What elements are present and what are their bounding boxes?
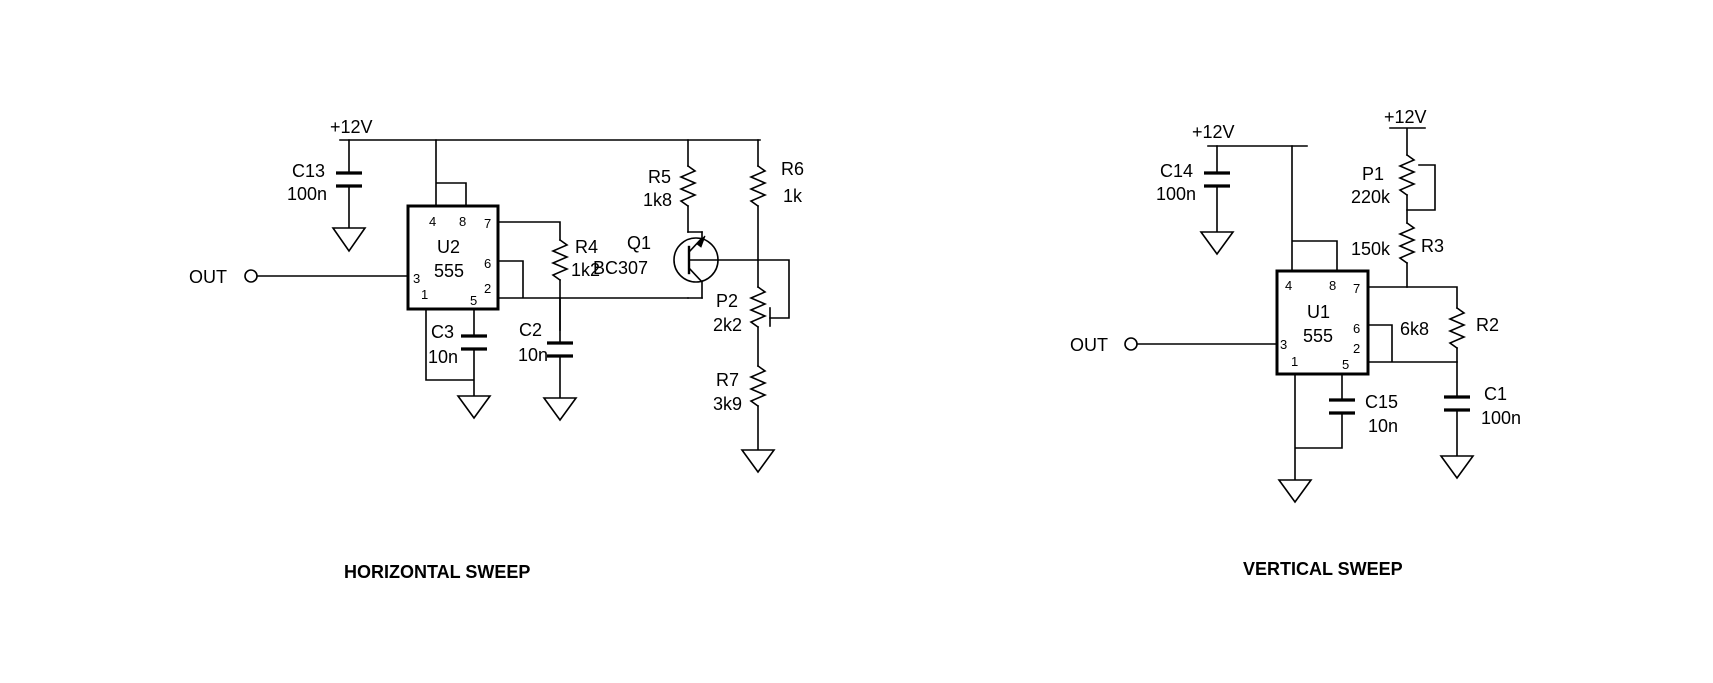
v-c1-ground: [1439, 455, 1475, 480]
v-pin-4: 4: [1285, 278, 1292, 293]
h-c3-value: 10n: [428, 347, 458, 367]
v-r3-resistor: [1397, 221, 1417, 265]
v-p1-wiper: [1406, 164, 1436, 211]
v-p1-ref: P1: [1362, 164, 1384, 184]
v-r3-value: 150k: [1351, 239, 1391, 259]
v-pin-7: 7: [1353, 281, 1360, 296]
v-pin-6: 6: [1353, 321, 1360, 336]
v-ic-type: 555: [1303, 326, 1333, 346]
h-c3-wire: [425, 308, 475, 397]
h-out-terminal: [244, 269, 258, 283]
h-pin-3: 3: [413, 271, 420, 286]
v-c14-capacitor: [1204, 171, 1230, 188]
h-p2-value: 2k2: [713, 315, 742, 335]
h-r4-value: 1k2: [571, 260, 600, 280]
v-supply2-label: +12V: [1384, 107, 1427, 127]
h-out-label: OUT: [189, 267, 227, 287]
h-c2-value: 10n: [518, 345, 548, 365]
h-r5-value: 1k8: [643, 190, 672, 210]
v-pin-2: 2: [1353, 341, 1360, 356]
vertical-sweep-circuit: +12V C14 100n U1 555 4 8 7 6 3 2 1 5 OUT…: [1070, 107, 1521, 579]
h-pin-7: 7: [484, 216, 491, 231]
h-c13-capacitor: [331, 139, 367, 253]
v-r2-ref: R2: [1476, 315, 1499, 335]
v-supply-label: +12V: [1192, 122, 1235, 142]
v-pin-5: 5: [1342, 357, 1349, 372]
v-out-label: OUT: [1070, 335, 1108, 355]
h-pin-8: 8: [459, 214, 466, 229]
v-out-terminal: [1124, 337, 1138, 351]
h-p2-potentiometer: [748, 285, 768, 329]
h-c3-ref: C3: [431, 322, 454, 342]
h-r6-value: 1k: [783, 186, 803, 206]
h-q1-base-wire: [717, 259, 790, 319]
v-c14-value: 100n: [1156, 184, 1196, 204]
v-r2-resistor: [1447, 306, 1467, 350]
v-supply2-bar: [1389, 127, 1426, 156]
h-pin7-wire: [497, 221, 561, 241]
v-c15-value: 10n: [1368, 416, 1398, 436]
h-c13-ref: C13: [292, 161, 325, 181]
h-c2-capacitor: [547, 341, 573, 358]
v-pin7-wire: [1367, 286, 1458, 309]
h-c2-ground: [542, 397, 578, 422]
h-r7-resistor: [748, 364, 768, 408]
v-pin1-ground: [1277, 479, 1313, 504]
h-r5-ref: R5: [648, 167, 671, 187]
v-title: VERTICAL SWEEP: [1243, 559, 1403, 579]
h-r7-ground: [740, 449, 776, 474]
h-q1-transistor: [673, 231, 719, 299]
h-r4-resistor: [550, 238, 570, 282]
h-r6-resistor: [748, 164, 768, 208]
h-pin-5: 5: [470, 293, 477, 308]
h-ic-type: 555: [434, 261, 464, 281]
h-q1-leads: [687, 231, 703, 299]
h-c13-value: 100n: [287, 184, 327, 204]
h-pin-2: 2: [484, 281, 491, 296]
h-pin-4: 4: [429, 214, 436, 229]
h-pin-6: 6: [484, 256, 491, 271]
v-r2-value: 6k8: [1400, 319, 1429, 339]
horizontal-sweep-circuit: +12V C13 100n U2 555 4 8 7 6 3 2 1 5 OUT…: [189, 117, 804, 582]
v-pin-3: 3: [1280, 337, 1287, 352]
v-pin62-wire: [1367, 324, 1458, 363]
v-pin-8: 8: [1329, 278, 1336, 293]
h-r5-resistor: [678, 164, 698, 208]
v-r3-ref: R3: [1421, 236, 1444, 256]
v-pin-1: 1: [1291, 354, 1298, 369]
h-supply-label: +12V: [330, 117, 373, 137]
h-pin48-wire: [435, 139, 467, 207]
v-ic-ref: U1: [1307, 302, 1330, 322]
h-q1-ref: Q1: [627, 233, 651, 253]
h-pin62-wire: [497, 260, 689, 299]
h-r7-ref: R7: [716, 370, 739, 390]
v-p1-potentiometer: [1397, 153, 1417, 197]
h-r6-ref: R6: [781, 159, 804, 179]
h-c3-ground: [456, 395, 492, 420]
v-pin48-wire: [1291, 145, 1338, 272]
v-p1-value: 220k: [1351, 187, 1391, 207]
v-ic-u1: [1275, 269, 1370, 376]
v-c1-value: 100n: [1481, 408, 1521, 428]
h-pin-1: 1: [421, 287, 428, 302]
v-c1-capacitor: [1444, 395, 1470, 412]
h-c3-capacitor: [461, 334, 487, 351]
v-c1-ref: C1: [1484, 384, 1507, 404]
h-p2-ref: P2: [716, 291, 738, 311]
h-title: HORIZONTAL SWEEP: [344, 562, 530, 582]
h-ic-u2: [406, 204, 500, 311]
h-r7-value: 3k9: [713, 394, 742, 414]
v-c14-ground: [1199, 231, 1235, 256]
h-c2-ref: C2: [519, 320, 542, 340]
h-r4-ref: R4: [575, 237, 598, 257]
v-c14-ref: C14: [1160, 161, 1193, 181]
v-c15-ref: C15: [1365, 392, 1398, 412]
v-c15-capacitor: [1329, 398, 1355, 415]
h-q1-value: BC307: [593, 258, 648, 278]
h-ic-ref: U2: [437, 237, 460, 257]
h-c13-ground: [331, 227, 367, 253]
v-c15-wire: [1294, 373, 1343, 481]
